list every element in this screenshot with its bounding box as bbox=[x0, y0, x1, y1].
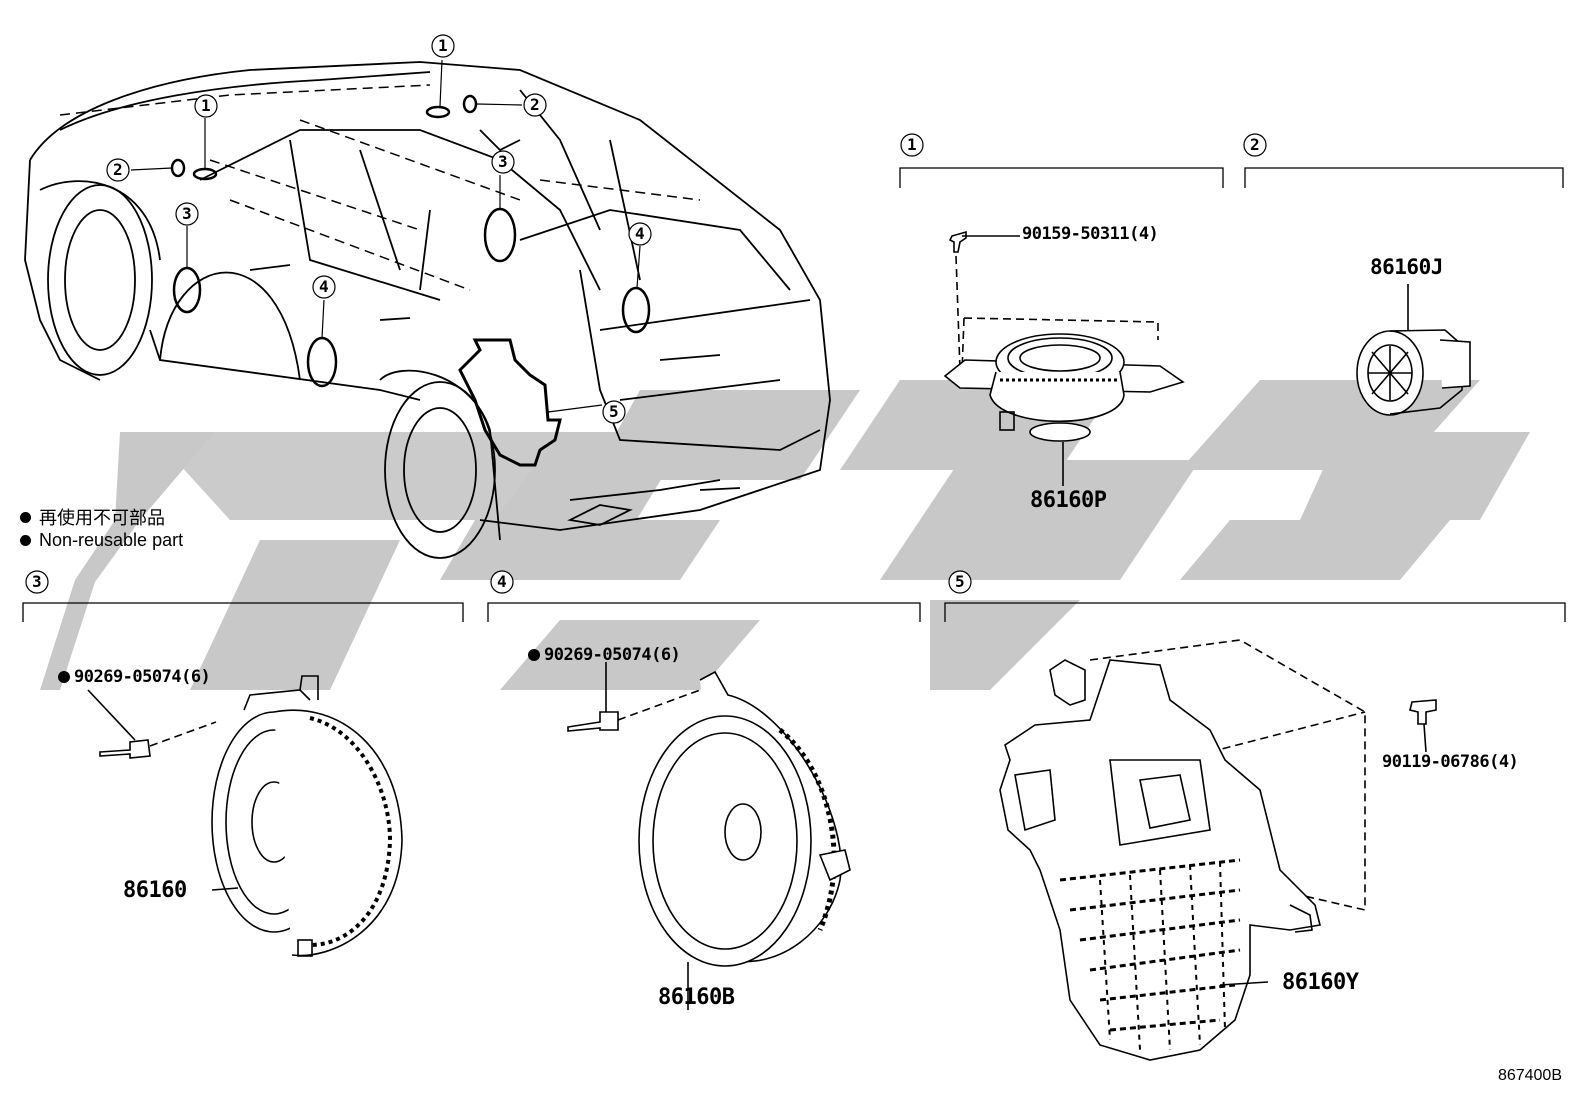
part-number-90119-06786: 90119-06786(4) bbox=[1382, 752, 1519, 772]
vehicle-illustration bbox=[24, 61, 831, 559]
callout-3-vehicle-a: 3 bbox=[182, 204, 192, 223]
section-4-marker: 4 bbox=[497, 572, 507, 591]
subwoofer-86160y bbox=[999, 639, 1437, 1061]
speaker-86160p bbox=[943, 230, 1185, 486]
part-number-86160y: 86160Y bbox=[1282, 970, 1359, 995]
section-5-marker: 5 bbox=[955, 572, 965, 591]
speaker-86160b bbox=[567, 662, 851, 1010]
section-3-marker: 3 bbox=[32, 572, 42, 591]
callout-1-vehicle-b: 1 bbox=[438, 36, 448, 55]
illustration-code: 867400B bbox=[1497, 1067, 1562, 1084]
part-number-90159-50311: 90159-50311(4) bbox=[1022, 224, 1159, 244]
legend-jp: 再使用不可部品 bbox=[20, 504, 165, 530]
filled-circle-icon bbox=[20, 535, 31, 546]
tweeter-86160j bbox=[1356, 284, 1471, 416]
section-1-marker: 1 bbox=[907, 135, 917, 154]
callout-2-vehicle-a: 2 bbox=[113, 160, 123, 179]
watermark-logo bbox=[40, 380, 1530, 690]
speaker-86160 bbox=[87, 675, 403, 957]
vehicle-hidden-lines bbox=[59, 84, 701, 291]
callout-leaders bbox=[130, 59, 641, 413]
part-number-86160j: 86160J bbox=[1370, 255, 1443, 279]
section-2-marker: 2 bbox=[1250, 135, 1260, 154]
callout-4-vehicle-b: 4 bbox=[635, 224, 645, 243]
part-number-86160p: 86160P bbox=[1030, 488, 1107, 513]
callout-circles bbox=[25, 34, 1267, 594]
non-reusable-marker-icon bbox=[528, 649, 540, 661]
part-number-86160b: 86160B bbox=[658, 985, 735, 1010]
callout-1-vehicle-a: 1 bbox=[201, 96, 211, 115]
callout-3-vehicle-b: 3 bbox=[498, 152, 508, 171]
part-number-86160: 86160 bbox=[123, 878, 187, 903]
callout-5-vehicle: 5 bbox=[609, 402, 619, 421]
section-brackets bbox=[22, 167, 1566, 622]
filled-circle-icon bbox=[20, 511, 31, 523]
non-reusable-marker-icon bbox=[58, 671, 70, 683]
part-number-90269-05074-a: 90269-05074(6) bbox=[58, 667, 211, 687]
callout-2-vehicle-b: 2 bbox=[530, 95, 540, 114]
callout-4-vehicle-a: 4 bbox=[319, 277, 329, 296]
part-number-90269-05074-b: 90269-05074(6) bbox=[528, 645, 681, 665]
vehicle-speaker-locations bbox=[170, 94, 651, 467]
legend-en: Non-reusable part bbox=[20, 530, 183, 551]
